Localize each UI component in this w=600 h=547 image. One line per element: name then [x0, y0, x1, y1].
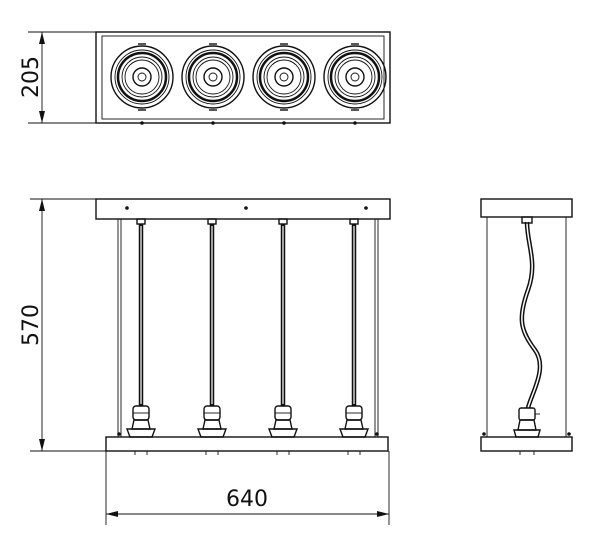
side-view-canopy — [480, 198, 573, 218]
front-view-base — [105, 436, 389, 452]
height-dimension-label: 570 — [19, 304, 44, 346]
depth-dimension: 205 — [19, 31, 96, 124]
front-view-pendant — [196, 218, 228, 455]
front-view — [95, 198, 391, 455]
top-view-lamp — [323, 43, 387, 125]
front-view-pendant — [267, 218, 299, 455]
top-view-lamp — [181, 43, 245, 125]
top-view-lamp — [252, 43, 316, 125]
front-view-pendants — [117, 218, 379, 455]
height-dimension: 570 — [19, 198, 106, 452]
front-view-pendant — [338, 218, 370, 455]
top-view-outer-frame — [95, 31, 391, 124]
top-view-inner-frame — [101, 35, 385, 120]
side-view-base — [480, 436, 573, 452]
top-view-lamps — [110, 43, 387, 125]
depth-dimension-label: 205 — [19, 56, 44, 98]
top-view-lamp — [110, 43, 174, 125]
width-dimension: 640 — [105, 451, 390, 525]
width-dimension-label: 640 — [226, 487, 268, 512]
front-view-pendant — [125, 218, 157, 455]
side-view — [480, 198, 573, 455]
top-view — [95, 31, 391, 125]
front-view-canopy — [95, 198, 391, 220]
